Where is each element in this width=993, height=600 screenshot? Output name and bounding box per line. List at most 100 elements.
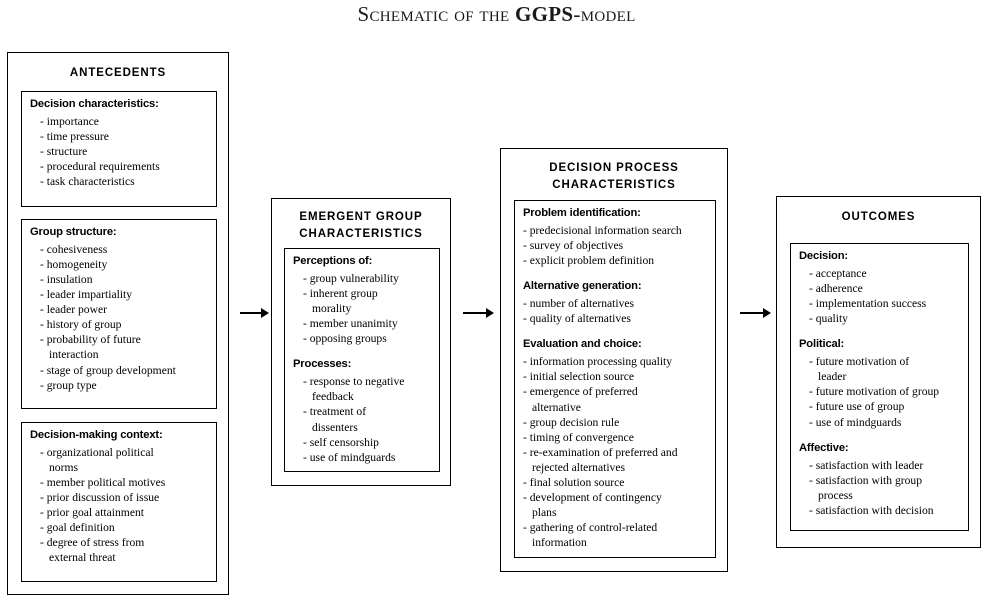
group-box-decision-process-details: Problem identification: - predecisional … (514, 200, 716, 558)
arrow-head-icon (486, 308, 494, 318)
list-item: - history of group (40, 318, 122, 332)
stage-box-emergent-group-characteristics: EMERGENT GROUP CHARACTERISTICS Perceptio… (271, 198, 451, 486)
list-item: - prior discussion of issue (40, 491, 160, 505)
arrow-shaft (740, 312, 765, 314)
group-box-outcomes-details: Decision: - acceptance - adherence - imp… (790, 243, 969, 531)
title-brand: GGPS (515, 2, 574, 26)
list-item: - goal definition (40, 521, 115, 535)
list-item: - future use of group (809, 400, 905, 414)
group-item-list: - cohesiveness - homogeneity - insulatio… (30, 242, 208, 393)
group-item-list: - satisfaction with leader - satisfactio… (799, 458, 960, 518)
group-heading: Alternative generation: (523, 280, 642, 293)
list-item: - importance (40, 115, 99, 128)
arrow-shaft (463, 312, 488, 314)
list-item: - structure (40, 145, 88, 159)
title-prefix: Schematic of the (357, 2, 516, 26)
list-item: - timing of convergence (523, 430, 634, 444)
list-item: - leader power (40, 303, 107, 317)
list-item: - self censorship (303, 435, 379, 449)
arrow-head-icon (763, 308, 771, 318)
list-item: - quality (809, 312, 848, 326)
group-heading: Perceptions of: (293, 255, 373, 267)
list-item: - member unanimity (303, 317, 398, 331)
list-item: - time pressure (40, 130, 109, 144)
list-item: - cohesiveness (40, 243, 108, 256)
list-item: - opposing groups (303, 332, 387, 346)
list-item: - information processing quality (523, 355, 673, 369)
stage-heading-emergent-group-characteristics: EMERGENT GROUP CHARACTERISTICS (299, 211, 423, 240)
list-item: - re-examination of preferred and reject… (523, 445, 678, 474)
list-item: - procedural requirements (40, 160, 160, 174)
group-item-list: - importance - time pressure - structure… (30, 114, 208, 189)
list-item: - group vulnerability (303, 272, 399, 285)
list-item: - inherent group morality (303, 287, 378, 316)
list-item: - response to negative feedback (303, 375, 405, 404)
list-item: - explicit problem definition (523, 254, 655, 268)
list-item: - group type (40, 378, 97, 392)
arrow-decision-process-to-outcomes (740, 307, 772, 319)
arrow-shaft (240, 312, 263, 314)
list-item: - group decision rule (523, 415, 620, 429)
list-item: - emergence of preferred alternative (523, 385, 638, 414)
list-item: - satisfaction with decision (809, 503, 934, 517)
list-item: - initial selection source (523, 370, 635, 384)
group-item-list: - number of alternatives - quality of al… (523, 296, 707, 326)
group-heading: Processes: (293, 358, 352, 371)
list-item: - leader impartiality (40, 288, 133, 302)
stage-heading-antecedents: ANTECEDENTS (69, 67, 167, 79)
list-item: - final solution source (523, 475, 625, 489)
list-item: - predecisional information search (523, 224, 682, 237)
list-item: - quality of alternatives (523, 312, 631, 326)
list-item: - probability of future interaction (40, 333, 141, 362)
list-item: - implementation success (809, 297, 927, 311)
group-box-decision-characteristics: Decision characteristics: - importance -… (21, 91, 217, 207)
list-item: - number of alternatives (523, 297, 635, 311)
list-item: - degree of stress from external threat (40, 536, 145, 565)
list-item: - future motivation of leader (809, 355, 910, 384)
stage-box-decision-process-characteristics: DECISION PROCESS CHARACTERISTICS Problem… (500, 148, 728, 572)
stage-heading-outcomes: OUTCOMES (841, 211, 916, 223)
list-item: - future motivation of group (809, 385, 940, 399)
group-item-list: - response to negative feedback - treatm… (293, 374, 431, 464)
list-item: - acceptance (809, 267, 867, 280)
group-item-list: - organizational political norms - membe… (30, 445, 208, 566)
group-item-list: - acceptance - adherence - implementatio… (799, 266, 960, 326)
group-box-emergent-details: Perceptions of: - group vulnerability - … (284, 248, 440, 472)
list-item: - survey of objectives (523, 239, 624, 253)
list-item: - treatment of dissenters (303, 405, 367, 434)
page-title: Schematic of the GGPS-model (0, 2, 993, 27)
group-heading: Affective: (799, 441, 849, 454)
list-item: - satisfaction with group process (809, 473, 923, 502)
arrow-emergent-to-decision-process (463, 307, 495, 319)
group-box-group-structure: Group structure: - cohesiveness - homoge… (21, 219, 217, 409)
group-heading: Decision-making context: (30, 429, 163, 441)
group-box-decision-making-context: Decision-making context: - organizationa… (21, 422, 217, 582)
title-suffix: -model (573, 2, 636, 26)
list-item: - prior goal attainment (40, 506, 144, 520)
list-item: - gathering of control-related informati… (523, 521, 658, 550)
list-item: - task characteristics (40, 175, 135, 189)
group-heading: Problem identification: (523, 207, 641, 219)
list-item: - stage of group development (40, 363, 176, 377)
group-heading: Decision characteristics: (30, 98, 159, 110)
group-item-list: - group vulnerability - inherent group m… (293, 271, 431, 346)
stage-box-antecedents: ANTECEDENTS Decision characteristics: - … (7, 52, 229, 595)
group-item-list: - future motivation of leader - future m… (799, 354, 960, 429)
list-item: - homogeneity (40, 258, 108, 272)
arrow-antecedents-to-emergent (240, 307, 270, 319)
group-item-list: - information processing quality - initi… (523, 354, 707, 550)
group-heading: Evaluation and choice: (523, 338, 642, 351)
stage-box-outcomes: OUTCOMES Decision: - acceptance - adhere… (776, 196, 981, 548)
arrow-head-icon (261, 308, 269, 318)
list-item: - use of mindguards (809, 415, 902, 429)
stage-heading-decision-process-characteristics: DECISION PROCESS CHARACTERISTICS (549, 162, 679, 191)
list-item: - organizational political norms (40, 446, 154, 475)
list-item: - satisfaction with leader (809, 458, 924, 472)
group-item-list: - predecisional information search - sur… (523, 223, 707, 268)
group-heading: Political: (799, 338, 845, 351)
list-item: - adherence (809, 282, 863, 296)
group-heading: Group structure: (30, 226, 117, 238)
group-heading: Decision: (799, 250, 849, 262)
list-item: - member political motives (40, 476, 166, 490)
list-item: - development of contingency plans (523, 490, 662, 519)
